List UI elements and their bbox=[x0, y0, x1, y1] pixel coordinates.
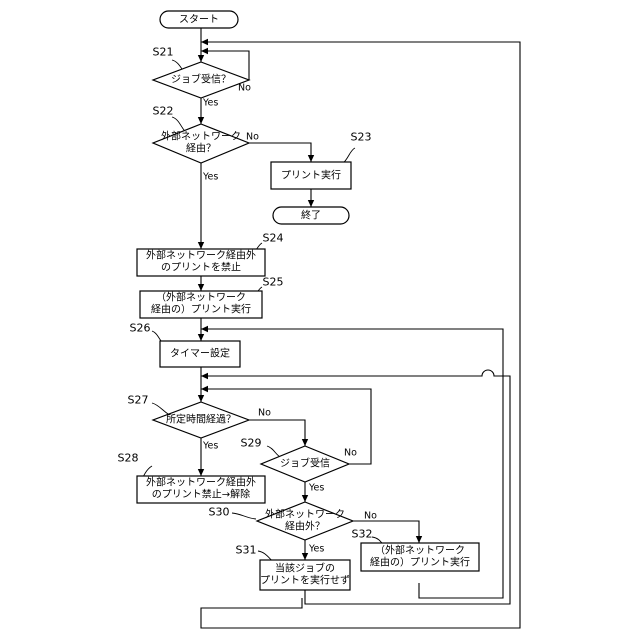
s29-text: ジョブ受信 bbox=[280, 457, 330, 470]
s23-step-label: S23 bbox=[351, 131, 372, 144]
s28-text: のプリント禁止→解除 bbox=[152, 488, 250, 501]
s25-text: 経由の）プリント実行 bbox=[151, 303, 251, 316]
s27-yes-label: Yes bbox=[202, 441, 218, 452]
s22-step-label: S22 bbox=[153, 105, 174, 118]
start-text: スタート bbox=[179, 14, 219, 26]
s21-no-label: No bbox=[238, 83, 251, 94]
s22-yes-label: Yes bbox=[202, 172, 218, 183]
s32-text: 経由の）プリント実行 bbox=[370, 556, 470, 569]
s31-text: 当該ジョブの bbox=[275, 562, 335, 575]
s29-step-label: S29 bbox=[241, 437, 262, 450]
s27-text: 所定時間経過？ bbox=[166, 413, 236, 426]
s28-step-label: S28 bbox=[118, 452, 139, 465]
s26-step-label: S26 bbox=[130, 322, 151, 335]
s21-yes-label: Yes bbox=[202, 98, 218, 109]
s30-yes-label: Yes bbox=[308, 544, 324, 555]
s22-text: 外部ネットワーク bbox=[161, 130, 241, 143]
s32-step-label: S32 bbox=[352, 528, 373, 541]
s25-text: （外部ネットワーク bbox=[156, 291, 246, 304]
s24-text: 外部ネットワーク経由外 bbox=[146, 249, 256, 262]
s24-step-label: S24 bbox=[263, 232, 284, 245]
s31-text: プリントを実行せず bbox=[260, 574, 350, 587]
edge-s22-no bbox=[249, 143, 311, 162]
s26-text: タイマー設定 bbox=[170, 347, 230, 360]
s22-text: 経由？ bbox=[186, 142, 216, 155]
s22-no-label: No bbox=[246, 132, 259, 143]
s29-no-label: No bbox=[344, 448, 357, 459]
s23-text: プリント実行 bbox=[281, 169, 341, 182]
s31-step-label: S31 bbox=[236, 544, 257, 557]
s21-step-label: S21 bbox=[153, 46, 174, 59]
end-text: 終了 bbox=[301, 209, 321, 222]
s30-no-label: No bbox=[364, 511, 377, 522]
s30-text: 外部ネットワーク bbox=[265, 508, 345, 521]
s27-no-label: No bbox=[258, 408, 271, 419]
s27-step-label: S27 bbox=[128, 394, 149, 407]
s21-text: ジョブ受信？ bbox=[171, 73, 231, 86]
s30-step-label: S30 bbox=[209, 506, 230, 519]
s32-text: （外部ネットワーク bbox=[375, 544, 465, 557]
s28-text: 外部ネットワーク経由外 bbox=[146, 476, 256, 489]
s29-yes-label: Yes bbox=[308, 483, 324, 494]
s30-text: 経由外？ bbox=[285, 520, 325, 533]
s25-step-label: S25 bbox=[263, 276, 284, 289]
s24-text: のプリントを禁止 bbox=[161, 262, 241, 274]
